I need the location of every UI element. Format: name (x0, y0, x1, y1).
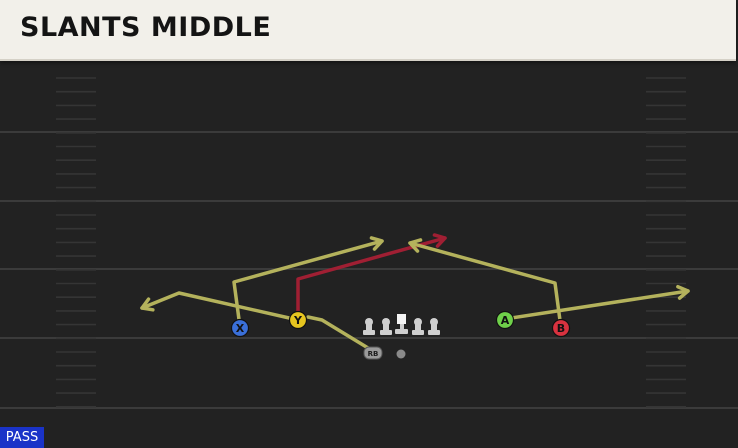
route-layer (140, 233, 690, 353)
lineman-icon (380, 318, 392, 335)
yard-lines (0, 131, 738, 409)
quarterback-icon (396, 349, 406, 359)
route-rb-block (306, 315, 375, 353)
player-label: Y (293, 314, 303, 327)
player-rb[interactable]: RB (363, 346, 383, 360)
route-a-out (503, 289, 690, 321)
player-label: B (557, 322, 565, 335)
lineman-icon (363, 318, 375, 335)
player-label: A (501, 314, 510, 327)
route-y-primary-slant-arrowhead (432, 233, 447, 248)
center-icon (395, 314, 408, 334)
route-x-slant-arrowhead (369, 236, 384, 251)
title-bar: SLANTS MIDDLE (0, 0, 736, 61)
player-b[interactable]: B (551, 318, 571, 338)
route-y-out (140, 291, 300, 322)
route-a-out-arrowhead (676, 284, 690, 300)
lineman-icon (428, 318, 440, 335)
route-b-slant-arrowhead (408, 238, 423, 253)
player-label: X (236, 322, 245, 335)
formation-layer: X Y A B RB (230, 310, 571, 360)
player-a[interactable]: A (495, 310, 515, 330)
route-y-primary-slant (296, 236, 447, 322)
player-x[interactable]: X (230, 318, 250, 338)
route-y-out-arrowhead (140, 297, 155, 312)
player-label: RB (368, 350, 379, 358)
player-y[interactable]: Y (288, 310, 308, 330)
lineman-icon (412, 318, 424, 335)
play-title: SLANTS MIDDLE (20, 12, 272, 43)
route-x-slant (232, 239, 384, 329)
play-mode-badge: PASS (0, 427, 44, 448)
route-b-slant (408, 241, 563, 330)
